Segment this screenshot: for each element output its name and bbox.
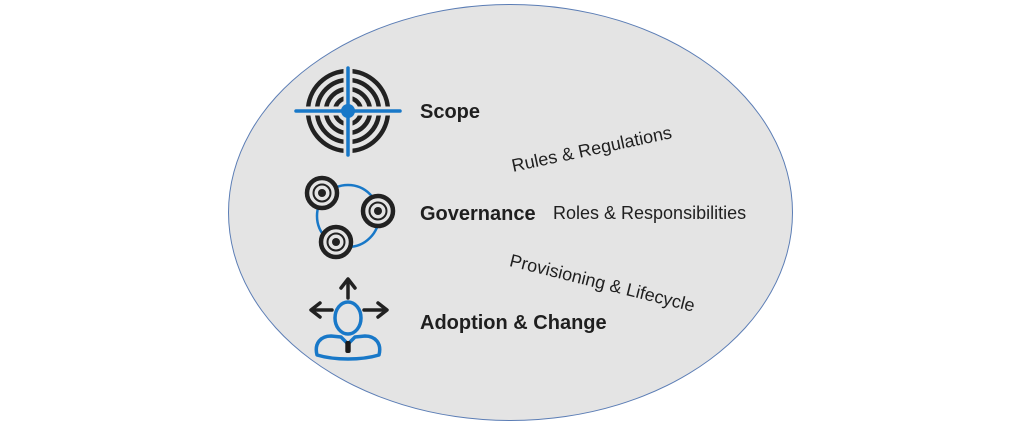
governance-label: Governance — [420, 203, 536, 225]
target-icon — [294, 64, 402, 158]
connected-circles-icon — [304, 175, 396, 260]
person-arrows-icon — [309, 277, 389, 361]
roles-responsibilities-label: Roles & Responsibilities — [553, 203, 747, 223]
scope-label: Scope — [420, 101, 481, 123]
adoption-change-label: Adoption & Change — [420, 312, 607, 334]
